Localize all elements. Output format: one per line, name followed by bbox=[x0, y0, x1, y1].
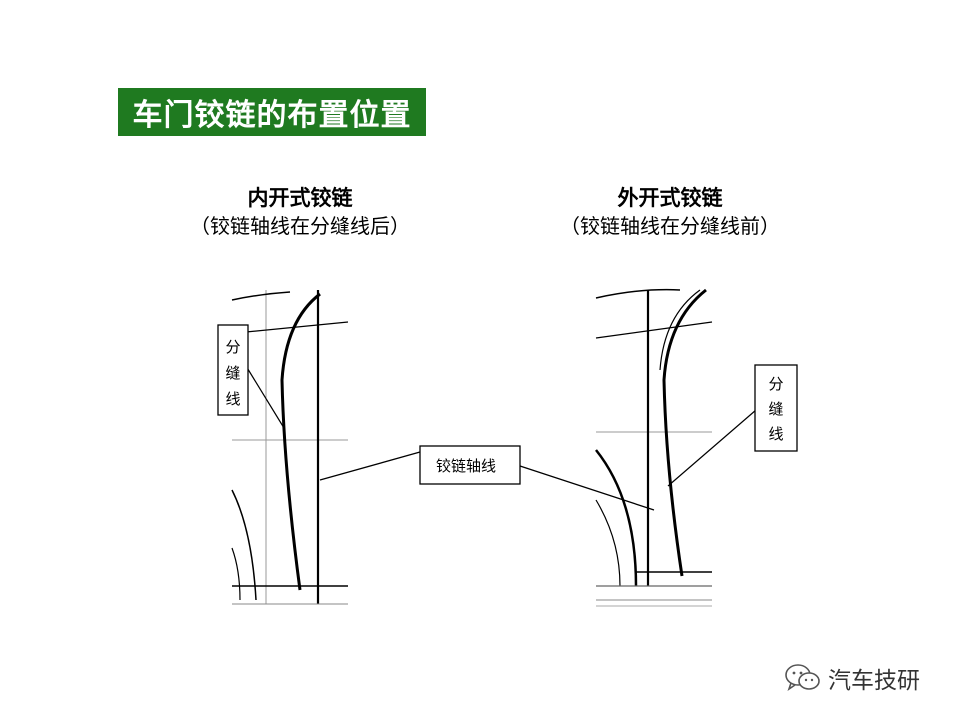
right-drawing bbox=[595, 288, 757, 607]
left-arch-1 bbox=[231, 489, 257, 601]
axis-leader-left bbox=[319, 451, 421, 481]
left-heading: 内开式铰链 bbox=[247, 185, 353, 210]
left-drawing bbox=[231, 290, 349, 605]
right-belt-line bbox=[595, 321, 713, 339]
right-seam-label: 分 缝 线 bbox=[754, 364, 798, 452]
axis-label-box bbox=[419, 445, 521, 485]
left-arch-2 bbox=[231, 547, 241, 601]
left-seam-label: 分 缝 线 bbox=[217, 324, 249, 416]
right-heading: 外开式铰链 bbox=[617, 185, 723, 210]
watermark: 汽车技研 bbox=[784, 658, 920, 698]
right-seam-char-2: 缝 bbox=[768, 400, 783, 418]
right-seam-char-3: 线 bbox=[768, 425, 783, 443]
right-seam-leader bbox=[667, 409, 757, 487]
left-seam-line bbox=[280, 292, 321, 591]
right-seam-inner bbox=[659, 289, 701, 371]
right-seam-label-box bbox=[754, 364, 798, 452]
right-seam-char-1: 分 bbox=[768, 375, 783, 393]
right-top-edge bbox=[595, 288, 681, 299]
right-arch-2 bbox=[595, 499, 621, 587]
right-subheading: （铰链轴线在分缝线前） bbox=[560, 214, 780, 238]
axis-label-text: 铰链轴线 bbox=[436, 457, 496, 475]
right-seam-line bbox=[662, 288, 707, 577]
left-seam-char-2: 缝 bbox=[225, 364, 240, 382]
right-caption: 外开式铰链 （铰链轴线在分缝线前） bbox=[530, 184, 810, 240]
left-seam-label-box bbox=[217, 324, 249, 416]
left-seam-leader bbox=[245, 365, 285, 429]
watermark-text: 汽车技研 bbox=[828, 668, 920, 694]
left-caption: 内开式铰链 （铰链轴线在分缝线后） bbox=[160, 184, 440, 240]
wechat-icon bbox=[785, 664, 820, 691]
right-arch-1 bbox=[595, 449, 638, 587]
left-seam-char-3: 线 bbox=[225, 390, 240, 408]
left-belt-line bbox=[245, 321, 349, 333]
left-top-edge bbox=[231, 291, 291, 301]
axis-leader-right bbox=[519, 465, 655, 511]
left-seam-char-1: 分 bbox=[225, 338, 240, 356]
left-subheading: （铰链轴线在分缝线后） bbox=[190, 214, 410, 238]
slide-title: 车门铰链的布置位置 bbox=[132, 98, 412, 133]
axis-label-group: 铰链轴线 bbox=[319, 445, 655, 511]
slide-title-box: 车门铰链的布置位置 bbox=[118, 88, 426, 136]
